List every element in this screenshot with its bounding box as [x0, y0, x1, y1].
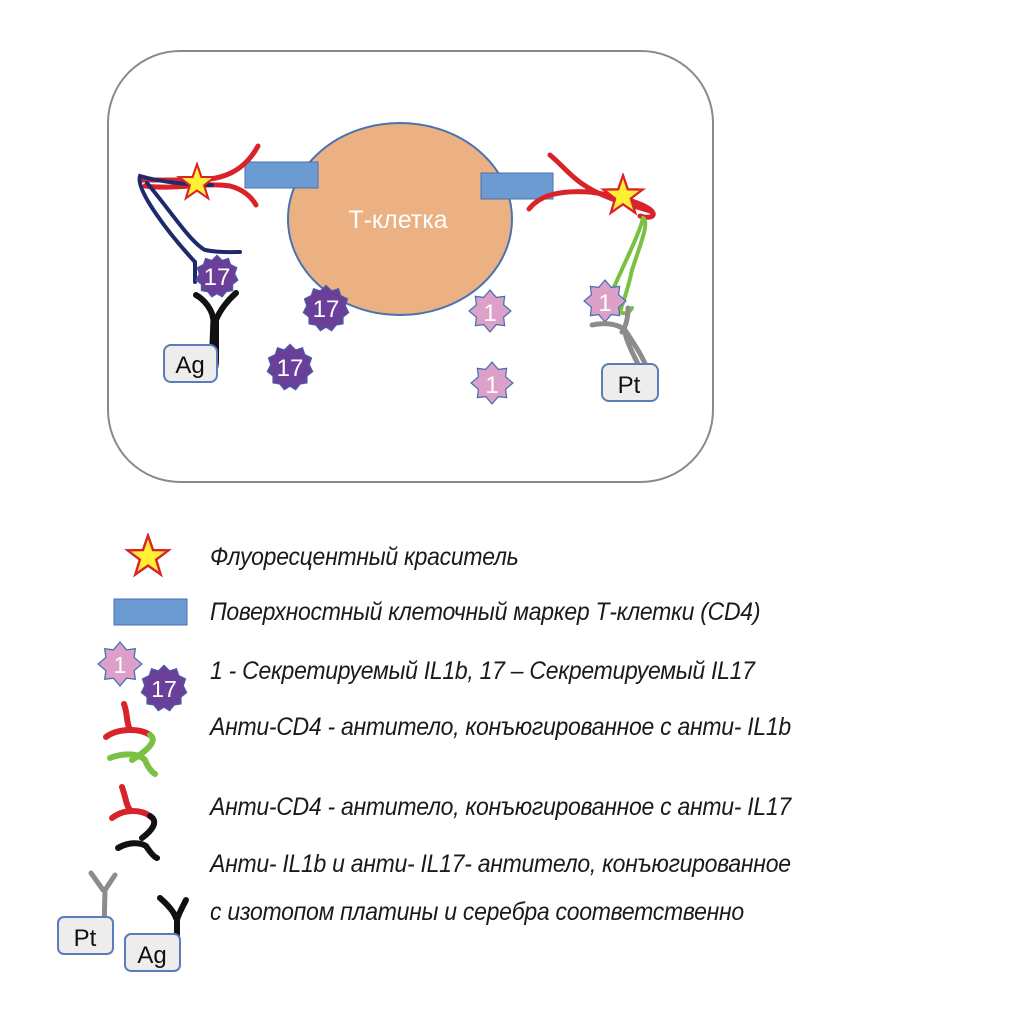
t-cell	[287, 122, 513, 316]
svg-text:1: 1	[598, 290, 611, 317]
pt-tag-label: Pt	[618, 372, 641, 399]
legend-marker-rect-icon	[113, 598, 188, 626]
legend-pt-label: Pt	[74, 925, 97, 952]
ag-tag-label: Ag	[175, 352, 204, 379]
legend-pt-tag	[57, 916, 114, 955]
il17-badge: 17	[302, 284, 350, 332]
svg-text:17: 17	[277, 355, 304, 382]
legend-text-isotope-antibody-line2: с изотопом платины и серебра соответстве…	[210, 898, 744, 926]
il1b-badge: 1	[470, 361, 514, 405]
svg-text:1: 1	[483, 300, 496, 327]
legend-text-isotope-antibody: Анти- IL1b и анти- IL17- антитело, конъю…	[210, 850, 791, 878]
svg-text:17: 17	[313, 296, 340, 323]
legend-star-icon	[126, 534, 170, 576]
cd4-marker-right	[480, 172, 554, 200]
il1b-badge: 1	[583, 279, 627, 323]
legend-text-cd4-marker: Поверхностный клеточный маркер Т-клетки …	[210, 598, 761, 626]
legend-text-cytokines: 1 - Секретируемый IL1b, 17 – Секретируем…	[210, 657, 755, 685]
legend-text-anti-cd4-il1b: Анти-CD4 - антитело, конъюгированное с а…	[210, 713, 791, 741]
legend-il1b-icon: 1	[97, 641, 143, 687]
legend-ag-antibody-icon	[157, 895, 189, 963]
legend-antibody-red-green-icon	[103, 701, 158, 777]
legend-text-anti-cd4-il17: Анти-CD4 - антитело, конъюгированное с а…	[210, 793, 791, 821]
svg-text:1: 1	[485, 372, 498, 399]
svg-text:17: 17	[151, 676, 177, 702]
t-cell-label: Т-клетка	[348, 206, 447, 234]
pt-tag-box	[601, 363, 659, 402]
ag-tag-box	[163, 344, 218, 383]
cd4-marker-left	[244, 161, 319, 189]
legend-antibody-red-black-icon	[109, 784, 160, 861]
il17-badge: 17	[266, 343, 314, 391]
legend-il17-icon: 17	[140, 664, 188, 712]
il1b-badge: 1	[468, 289, 512, 333]
il17-badge: 17	[195, 254, 239, 298]
svg-text:17: 17	[204, 264, 231, 291]
legend-ag-tag	[124, 933, 181, 972]
legend-ag-label: Ag	[137, 942, 166, 969]
svg-text:1: 1	[114, 652, 127, 678]
legend-text-fluorescent-dye: Флуоресцентный краситель	[210, 543, 519, 571]
